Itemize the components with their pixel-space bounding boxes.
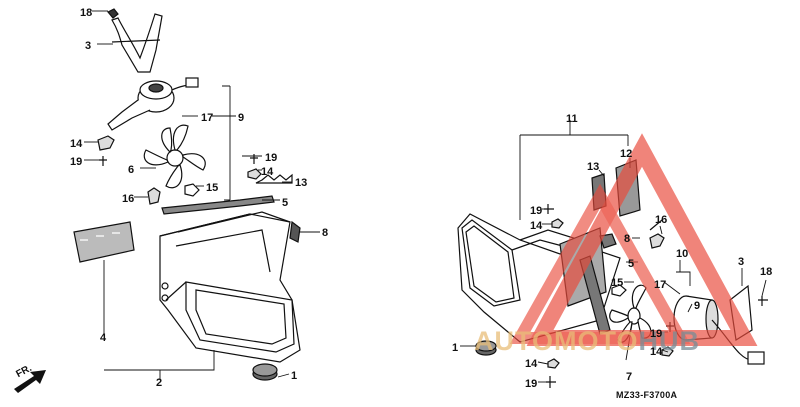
watermark-triangle-inner [509,183,691,344]
part-callout-5: 5 [282,197,289,209]
part-callout-17: 17 [654,279,667,291]
part-callout-3: 3 [738,256,745,268]
part-callout-1: 1 [452,342,459,354]
part-callout-14: 14 [261,166,274,178]
part-callout-16: 16 [655,214,668,226]
right-exploded-view [457,120,768,388]
watermark-logo [509,133,758,346]
drawing-code: MZ33-F3700A [616,390,678,400]
part-callout-8: 8 [322,227,329,239]
part-callout-12: 12 [620,148,633,160]
part-callout-2: 2 [156,377,163,389]
part-callout-19: 19 [265,152,278,164]
part-callout-14: 14 [530,220,543,232]
part-callout-5: 5 [628,258,635,270]
part-callout-9: 9 [694,300,701,312]
seal-strip-left [161,195,275,215]
fan-shroud-left [159,211,301,363]
watermark-text: AUTOMOTOHUB [474,326,700,357]
part-callout-19: 19 [525,378,538,390]
part-callout-9: 9 [238,112,245,124]
part-callout-6: 6 [128,164,135,176]
part-callout-11: 11 [566,113,578,125]
part-callout-13: 13 [587,161,600,173]
part-callout-18: 18 [760,266,773,278]
watermark-word1: AUTOMOTO [474,326,639,356]
part-callout-15: 15 [206,182,219,194]
part-callout-8: 8 [624,233,631,245]
part-callout-13: 13 [295,177,308,189]
watermark-word2: HUB [638,326,701,356]
part-callout-3: 3 [85,40,92,52]
part-callout-14: 14 [650,346,663,358]
left-exploded-view [14,8,320,393]
part-callout-16: 16 [122,193,135,205]
part-callout-7: 7 [626,371,633,383]
part-callout-4: 4 [100,332,107,344]
part-callout-10: 10 [676,248,689,260]
duct-piece-left [73,221,135,263]
part-callout-18: 18 [80,7,93,19]
part-callout-17: 17 [201,112,214,124]
part-callout-1: 1 [291,370,298,382]
fan-motor-left [107,77,199,131]
part-callout-14: 14 [525,358,538,370]
part-callout-15: 15 [611,277,624,289]
part-callout-14: 14 [70,138,83,150]
fan-bracket-left [111,13,163,73]
part-callout-19: 19 [650,328,663,340]
fan-blade-left [143,124,206,189]
part-callout-19: 19 [530,205,543,217]
fan-shroud-right [457,213,621,343]
part-callout-19: 19 [70,156,83,168]
